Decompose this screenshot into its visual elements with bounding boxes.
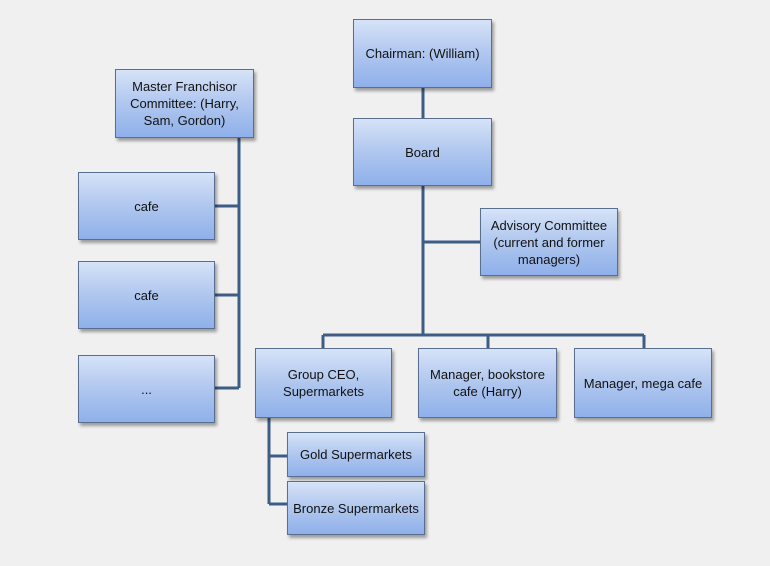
manager-mega-node: Manager, mega cafe <box>574 348 712 418</box>
chairman-label: Chairman: (William) <box>365 46 480 61</box>
master-franchisor-label: Master Franchisor Committee: (Harry, Sam… <box>130 79 239 128</box>
gold-supermarkets-node: Gold Supermarkets <box>287 432 425 477</box>
bronze-supermarkets-node: Bronze Supermarkets <box>287 481 425 535</box>
cafe-label: cafe <box>134 198 159 214</box>
master-franchisor-node: Master Franchisor Committee: (Harry, Sam… <box>115 69 254 138</box>
manager-bookstore-node: Manager, bookstore cafe (Harry) <box>418 348 557 418</box>
manager-mega-label: Manager, mega cafe <box>583 375 703 391</box>
cafe-node: cafe <box>78 172 215 240</box>
board-label: Board <box>405 144 440 160</box>
group-ceo-node: Group CEO, Supermarkets <box>255 348 392 418</box>
cafe-node: cafe <box>78 261 215 329</box>
advisory-committee-label: Advisory Committee (current and former m… <box>490 217 608 267</box>
group-ceo-label: Group CEO, Supermarkets <box>283 367 364 399</box>
advisory-committee-node: Advisory Committee (current and former m… <box>480 208 618 276</box>
manager-bookstore-label: Manager, bookstore cafe (Harry) <box>430 367 545 399</box>
bronze-supermarkets-label: Bronze Supermarkets <box>293 500 419 516</box>
cafe-more-label: ... <box>141 381 152 397</box>
board-node: Board <box>353 118 492 186</box>
cafe-label: cafe <box>134 287 159 303</box>
chairman-node: Chairman: (William) <box>353 19 492 88</box>
gold-supermarkets-label: Gold Supermarkets <box>300 447 412 462</box>
cafe-more-node: ... <box>78 355 215 423</box>
